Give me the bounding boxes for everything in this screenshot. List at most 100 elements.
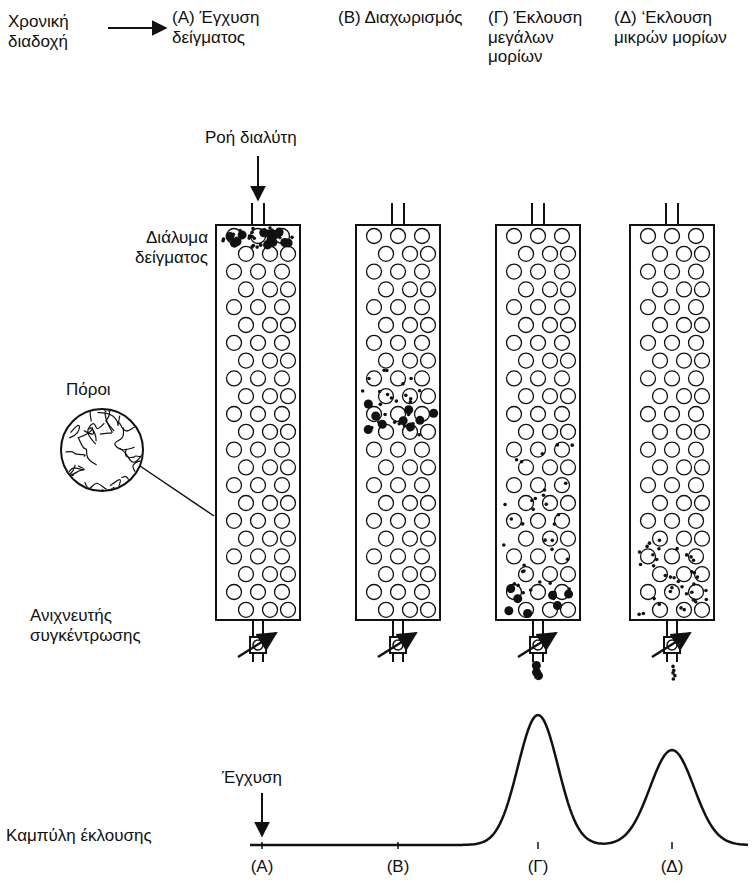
small-molecule [255,245,259,249]
gel-bead [665,229,680,244]
small-molecule [550,548,554,552]
gel-bead [555,513,570,528]
gel-bead [367,585,382,600]
detector-label: Ανιχνευτής συγκέντρωσης [30,606,180,645]
gel-bead [641,300,656,315]
gel-bead [367,478,382,493]
small-molecule [675,547,679,551]
gel-bead [689,478,704,493]
gel-bead [275,442,290,457]
gel-bead [507,513,522,528]
gel-bead [421,389,436,404]
gel-bead [403,496,418,511]
pore-strand [78,428,93,438]
column [630,203,714,681]
gel-bead [555,264,570,279]
elution-curve [250,715,748,849]
gel-bead [507,442,522,457]
pore-strand [66,468,84,478]
small-molecule [651,553,655,557]
small-molecule [541,452,545,456]
gel-bead [519,246,534,261]
gel-bead [653,602,668,617]
small-molecule [682,608,686,612]
gel-bead [531,300,546,315]
gel-bead [653,246,668,261]
gel-bead [391,585,406,600]
gel-bead [251,478,266,493]
large-molecule [504,606,513,615]
gel-bead [251,513,266,528]
gel-bead [677,531,692,546]
gel-bead [227,513,242,528]
axis-tick [397,842,399,849]
pore-texture [56,392,162,516]
time-arrow [108,27,166,29]
gel-bead [543,389,558,404]
gel-bead [689,585,704,600]
gel-bead [281,531,296,546]
gel-bead [379,318,394,333]
small-molecule [285,238,289,242]
gel-bead [519,424,534,439]
small-molecule [510,517,514,521]
gel-bead [531,371,546,386]
gel-bead [665,335,680,350]
gel-bead [519,282,534,297]
small-molecule [383,413,387,417]
gel-bead [403,318,418,333]
gel-bead [239,389,254,404]
small-molecule [637,613,641,617]
gel-bead [421,531,436,546]
gel-bead [689,371,704,386]
column-body [216,225,300,620]
gel-bead [677,424,692,439]
small-molecule [663,574,667,578]
gel-bead [531,513,546,528]
inlet-tube [251,203,253,225]
small-molecule [556,443,560,447]
gel-bead [519,389,534,404]
gel-bead [561,246,576,261]
curve-label: Καμπύλη έκλουσης [6,826,166,846]
gel-bead [251,442,266,457]
gel-bead [367,300,382,315]
stage-heading: (Α) Έγχυση δείγματος [172,8,337,47]
gel-bead [531,478,546,493]
small-molecule [557,513,561,517]
inlet-tube [665,203,667,225]
gel-bead [239,246,254,261]
small-molecule [268,226,272,230]
small-molecule [543,538,547,542]
gel-bead [391,300,406,315]
gel-bead [531,585,546,600]
pore-strand [133,461,141,485]
gel-bead [543,424,558,439]
gel-bead [391,442,406,457]
small-molecule [645,545,649,549]
small-molecule [395,399,399,403]
gel-bead [507,371,522,386]
column [356,203,440,662]
gel-bead [239,424,254,439]
gel-bead [281,246,296,261]
gel-bead [227,300,242,315]
gel-bead [239,353,254,368]
large-molecule [378,420,387,429]
gel-bead [653,531,668,546]
large-molecule [523,609,532,618]
small-molecule [705,598,709,602]
gel-bead [555,442,570,457]
gel-bead [403,602,418,617]
small-molecule [652,564,656,568]
small-molecule [669,590,673,594]
small-molecule [692,598,696,602]
small-molecule [544,502,548,506]
gel-bead [695,389,710,404]
gel-bead [421,460,436,475]
gel-bead [653,496,668,511]
pore-strand [70,425,80,437]
gel-bead [531,549,546,564]
gel-bead [555,549,570,564]
